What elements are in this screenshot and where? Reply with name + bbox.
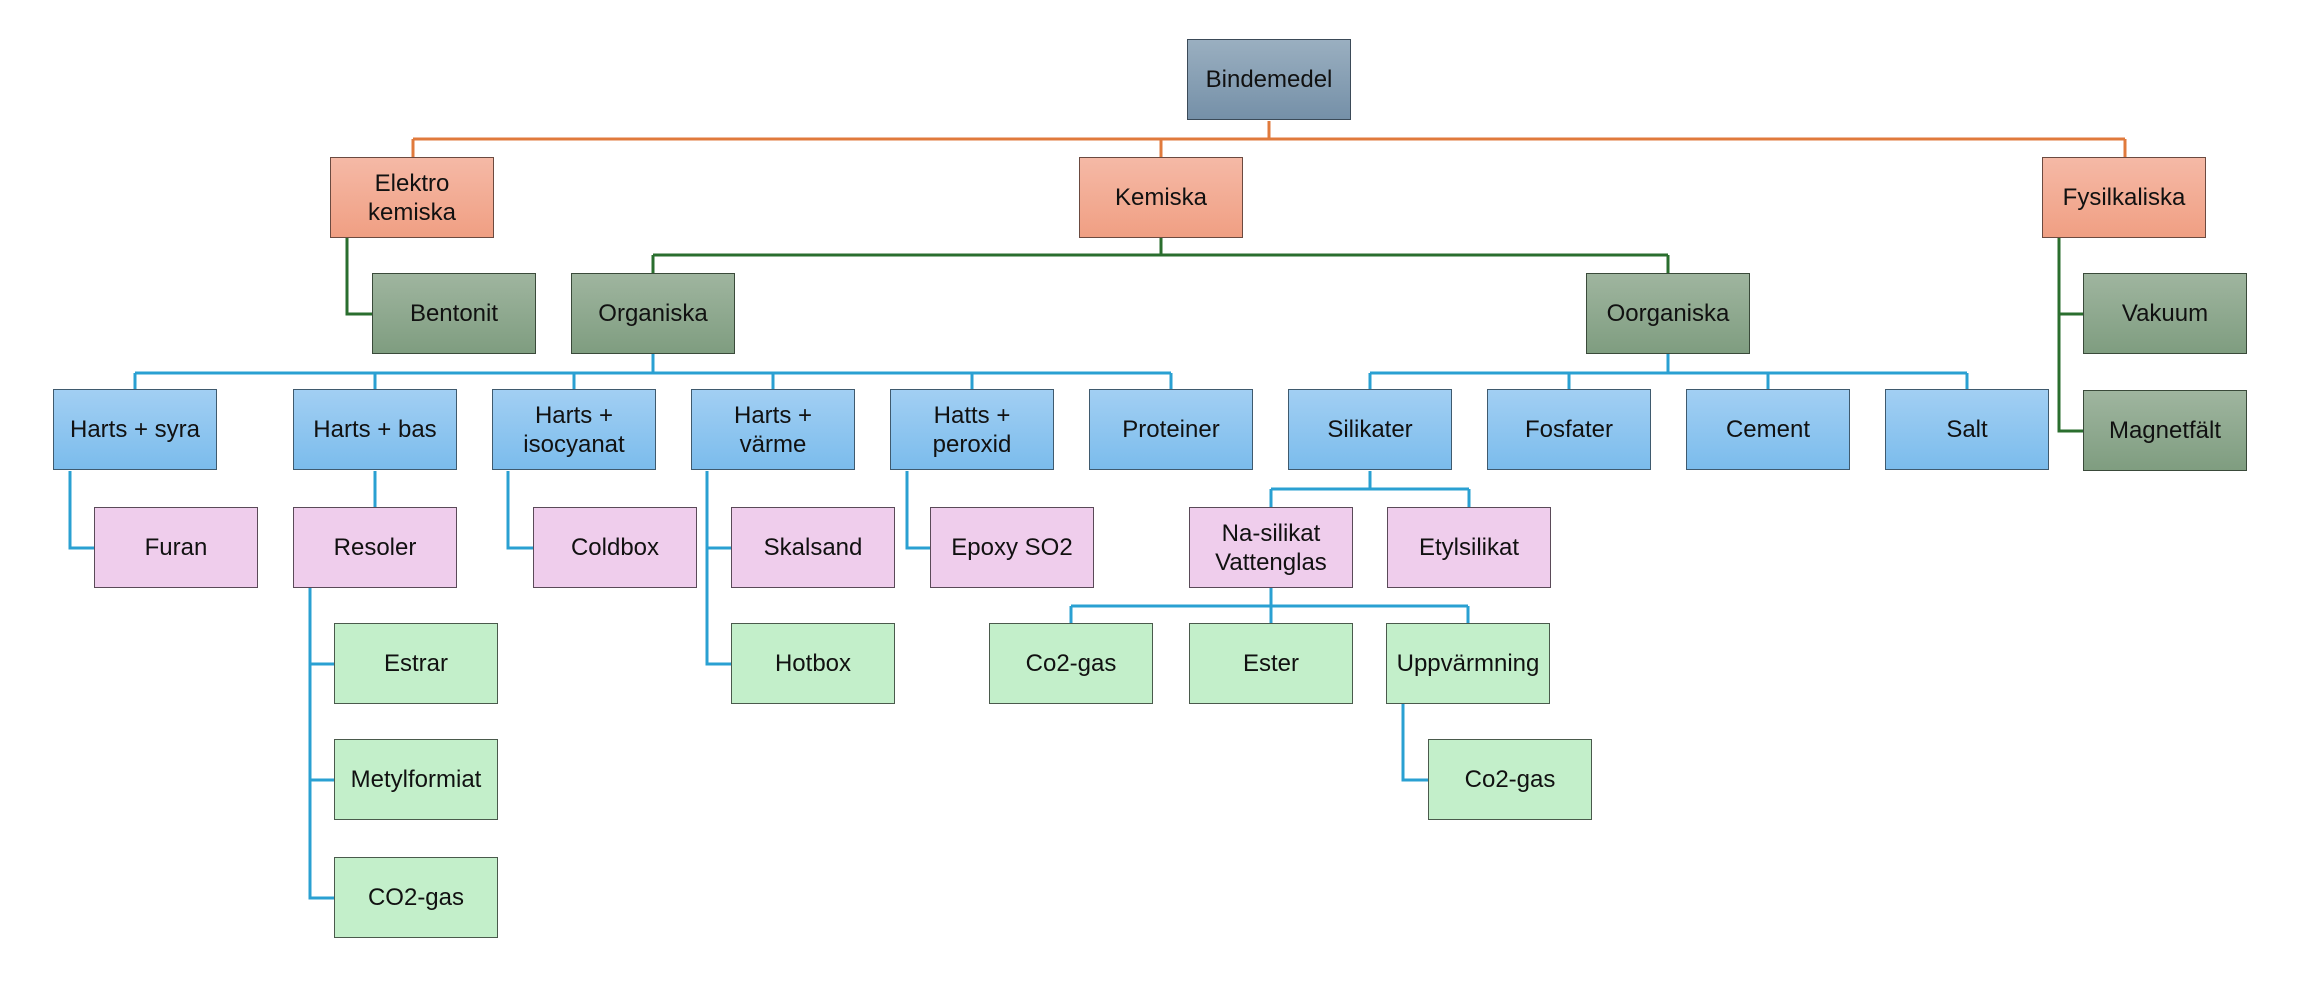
node-proteiner: Proteiner <box>1089 389 1253 470</box>
node-fysilkaliska: Fysilkaliska <box>2042 157 2206 238</box>
node-hatts-peroxid: Hatts + peroxid <box>890 389 1054 470</box>
node-harts-syra: Harts + syra <box>53 389 217 470</box>
node-uppvarmning: Uppvärmning <box>1386 623 1550 704</box>
node-etylsilikat: Etylsilikat <box>1387 507 1551 588</box>
node-hotbox: Hotbox <box>731 623 895 704</box>
link-resoler-trunk <box>308 588 334 900</box>
node-furan: Furan <box>94 507 258 588</box>
node-metylformiat: Metylformiat <box>334 739 498 820</box>
node-co2-gas-na: Co2-gas <box>989 623 1153 704</box>
node-co2-gas-upp: Co2-gas <box>1428 739 1592 820</box>
node-bentonit: Bentonit <box>372 273 536 354</box>
link-elektro-bentonit <box>345 238 372 316</box>
node-cement: Cement <box>1686 389 1850 470</box>
node-epoxy-so2: Epoxy SO2 <box>930 507 1094 588</box>
node-ester: Ester <box>1189 623 1353 704</box>
node-salt: Salt <box>1885 389 2049 470</box>
node-resoler: Resoler <box>293 507 457 588</box>
node-vakuum: Vakuum <box>2083 273 2247 354</box>
node-magnetfalt: Magnetfält <box>2083 390 2247 471</box>
node-skalsand: Skalsand <box>731 507 895 588</box>
node-na-silikat: Na-silikat Vattenglas <box>1189 507 1353 588</box>
node-harts-varme: Harts + värme <box>691 389 855 470</box>
link-uppvarmning-co2 <box>1401 704 1428 782</box>
node-kemiska: Kemiska <box>1079 157 1243 238</box>
node-estrar: Estrar <box>334 623 498 704</box>
node-bindemedel: Bindemedel <box>1187 39 1351 120</box>
link-fysilkaliska-trunk <box>2057 238 2083 433</box>
node-silikater: Silikater <box>1288 389 1452 470</box>
link-isocyanat-coldbox <box>506 471 533 550</box>
node-fosfater: Fosfater <box>1487 389 1651 470</box>
node-coldbox: Coldbox <box>533 507 697 588</box>
link-syra-furan <box>68 471 94 550</box>
node-oorganiska: Oorganiska <box>1586 273 1750 354</box>
node-harts-bas: Harts + bas <box>293 389 457 470</box>
node-co2-gas-resoler: CO2-gas <box>334 857 498 938</box>
node-organiska: Organiska <box>571 273 735 354</box>
link-peroxid-epoxy <box>905 471 930 550</box>
link-varme-trunk <box>705 471 731 666</box>
node-harts-isocyanat: Harts + isocyanat <box>492 389 656 470</box>
node-elektrokemiska: Elektro kemiska <box>330 157 494 238</box>
